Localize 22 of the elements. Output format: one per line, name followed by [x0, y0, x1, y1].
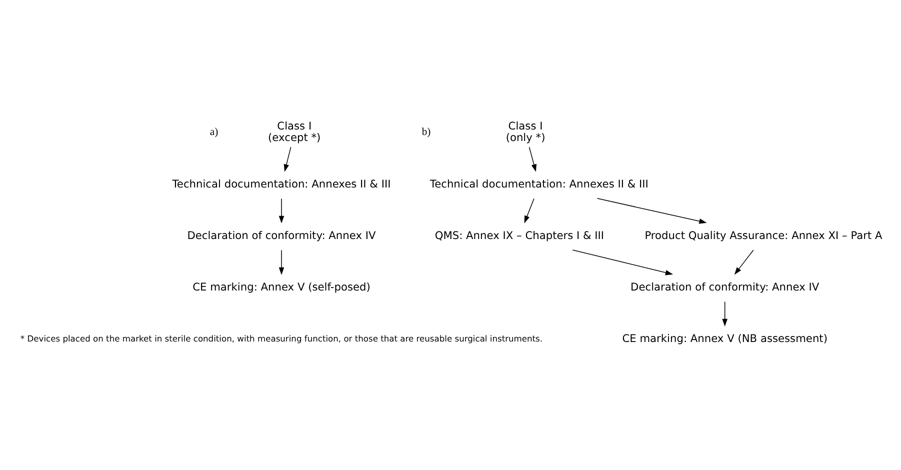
- arrow: [284, 146, 292, 172]
- arrow: [278, 198, 284, 223]
- node-text: Class I (except *): [268, 119, 321, 144]
- arrow: [278, 249, 284, 274]
- arrow: [596, 198, 707, 224]
- label: a): [210, 126, 218, 138]
- arrow: [528, 146, 537, 172]
- arrow: [734, 249, 754, 274]
- arrow: [572, 249, 674, 275]
- arrow: [524, 198, 534, 223]
- node-text: Class I (only *): [506, 119, 546, 144]
- node-text: Declaration of conformity: Annex IV: [630, 280, 820, 294]
- label: * Devices placed on the market in sterile condition, with measuring function, or those that are reusable surgical instruments.: [20, 332, 543, 343]
- node-text: Product Quality Assurance: Annex XI – Part A: [644, 228, 882, 242]
- node-text: CE marking: Annex V (NB assessment): [622, 332, 828, 345]
- node-text: Technical documentation: Annexes II & III: [172, 177, 391, 190]
- arrow: [722, 300, 728, 326]
- node-text: Declaration of conformity: Annex IV: [187, 228, 376, 242]
- node-text: Technical documentation: Annexes II & III: [430, 177, 648, 190]
- node-text: QMS: Annex IX – Chapters I & III: [434, 228, 604, 242]
- label: b): [422, 126, 431, 138]
- node-text: CE marking: Annex V (self-posed): [192, 280, 370, 294]
